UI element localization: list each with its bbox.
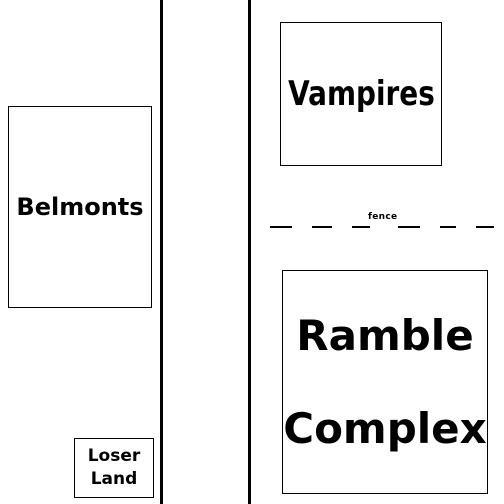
right-divider-line [248,0,251,504]
fence-dash [440,226,456,228]
fence-dash [312,226,332,228]
fence-dash [270,226,292,228]
vampires-box: Vampires [280,22,442,166]
fence-dash [352,226,370,228]
left-divider-line [160,0,163,504]
fence-dash [476,226,494,228]
loser-label: Loser [87,446,141,467]
fence-dash [398,226,420,228]
fence-label: fence [368,212,398,222]
belmonts-label: Belmonts [16,193,144,221]
land-label: Land [90,469,138,489]
ramble-complex-box: Ramble Complex [282,270,488,494]
ramble-label: Ramble [296,310,474,360]
belmonts-box: Belmonts [8,106,152,308]
vampires-label: Vampires [287,74,435,114]
loser-land-box: Loser Land [74,438,154,498]
complex-label: Complex [283,403,487,453]
